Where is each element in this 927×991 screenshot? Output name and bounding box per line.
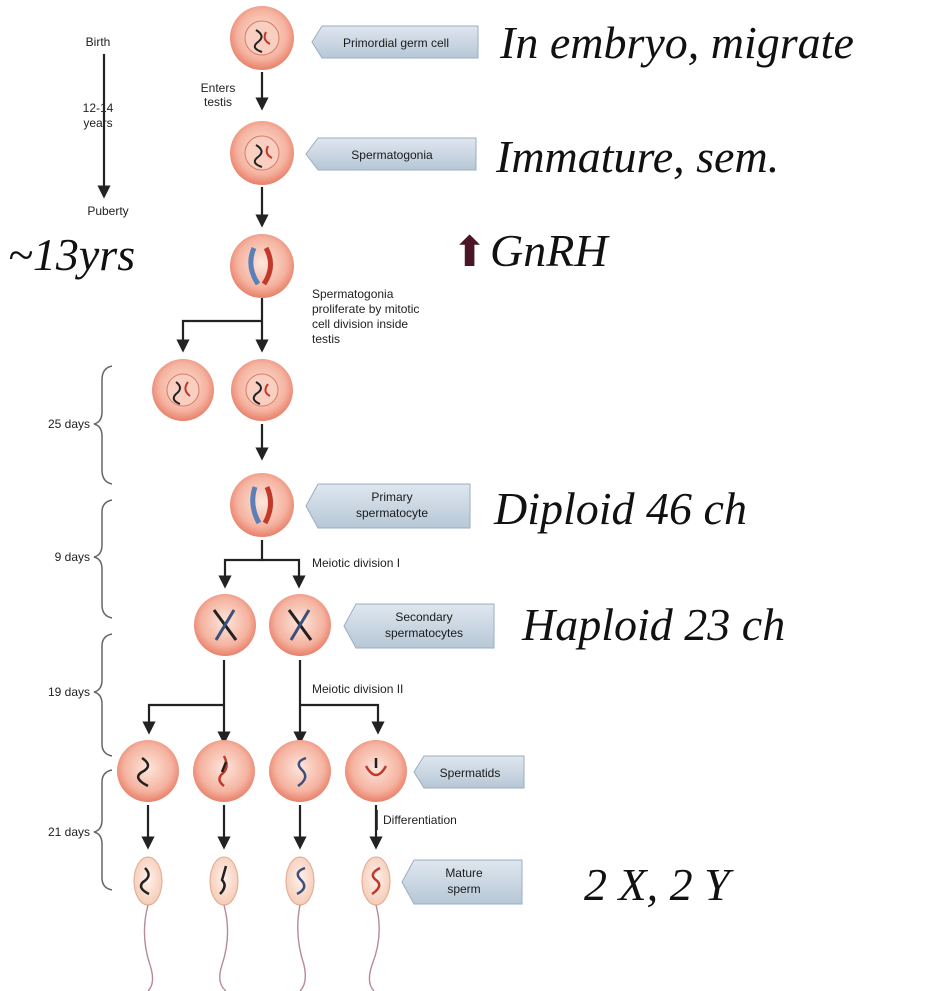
label-tag-spermatogonia: Spermatogonia — [305, 137, 477, 171]
secondary-label-line-2: spermatocytes — [385, 626, 463, 640]
spermatid-cell-3 — [269, 740, 331, 802]
meiotic-division-2-label: Meiotic division II — [312, 682, 403, 696]
age-annotation: ~13yrs — [8, 229, 135, 280]
mature-label-line-2: sperm — [447, 882, 480, 896]
proliferate-line-3: cell division inside — [312, 317, 408, 331]
label-tag-mature: Mature sperm — [401, 859, 523, 905]
spermatogonium-daughter-right — [231, 359, 293, 421]
duration-25-days: 25 days — [48, 417, 90, 431]
annotation-primary: Diploid 46 ch — [493, 483, 747, 534]
mature-label-line-1: Mature — [445, 866, 483, 880]
proliferate-line-1: Spermatogonia — [312, 287, 394, 301]
mature-sperm-4 — [361, 856, 391, 991]
flow-arrows — [141, 72, 385, 850]
spermatid-cell-1 — [117, 740, 179, 802]
dividing-spermatogonium-cell — [230, 234, 294, 298]
proliferate-line-2: proliferate by mitotic — [312, 302, 419, 316]
label-tag-primary: Primary spermatocyte — [305, 483, 471, 529]
spermatogonium-daughter-left — [152, 359, 214, 421]
spermatid-cell-4 — [345, 740, 407, 802]
mature-sperm-3 — [285, 856, 315, 991]
timeline: Birth 12-14 years Puberty — [83, 35, 129, 218]
primordial-germ-cell-label: Primordial germ cell — [343, 36, 449, 50]
primary-label-line-1: Primary — [371, 490, 412, 504]
hormone-up-arrow-icon: ⬆ — [452, 230, 487, 276]
puberty-label: Puberty — [87, 204, 128, 218]
duration-21-days: 21 days — [48, 825, 90, 839]
secondary-spermatocyte-right — [269, 594, 331, 656]
spermatogonium-cell — [230, 121, 294, 185]
duration-9-days: 9 days — [55, 550, 90, 564]
annotation-mature: 2 X, 2 Y — [584, 859, 734, 910]
secondary-spermatocyte-left — [194, 594, 256, 656]
duration-19-days: 19 days — [48, 685, 90, 699]
annotation-primordial: In embryo, migrate — [499, 17, 854, 68]
birth-label: Birth — [86, 35, 111, 49]
enters-line-2: testis — [204, 95, 232, 109]
proliferate-line-4: testis — [312, 332, 340, 346]
enters-line-1: Enters — [201, 81, 236, 95]
annotation-secondary: Haploid 23 ch — [521, 599, 785, 650]
annotation-hormone: GnRH — [490, 225, 610, 276]
spermatogonia-label: Spermatogonia — [351, 148, 433, 162]
mature-sperm-2 — [209, 856, 239, 991]
primary-spermatocyte-cell — [230, 473, 294, 537]
differentiation-label: Differentiation — [383, 813, 457, 827]
duration-braces — [93, 365, 113, 891]
primary-label-line-2: spermatocyte — [356, 506, 428, 520]
annotation-spermatogonia: Immature, sem. — [495, 131, 779, 182]
spermatid-cell-2 — [193, 740, 255, 802]
secondary-label-line-1: Secondary — [395, 610, 452, 624]
interval-line-2: years — [83, 116, 112, 130]
primordial-germ-cell — [230, 6, 294, 70]
label-tag-primordial: Primordial germ cell — [311, 25, 479, 59]
interval-line-1: 12-14 — [83, 101, 114, 115]
meiotic-division-1-label: Meiotic division I — [312, 556, 400, 570]
spermatids-label: Spermatids — [440, 766, 501, 780]
mature-sperm-1 — [133, 856, 163, 991]
label-tag-spermatids: Spermatids — [413, 755, 525, 789]
label-tag-secondary: Secondary spermatocytes — [343, 603, 495, 649]
